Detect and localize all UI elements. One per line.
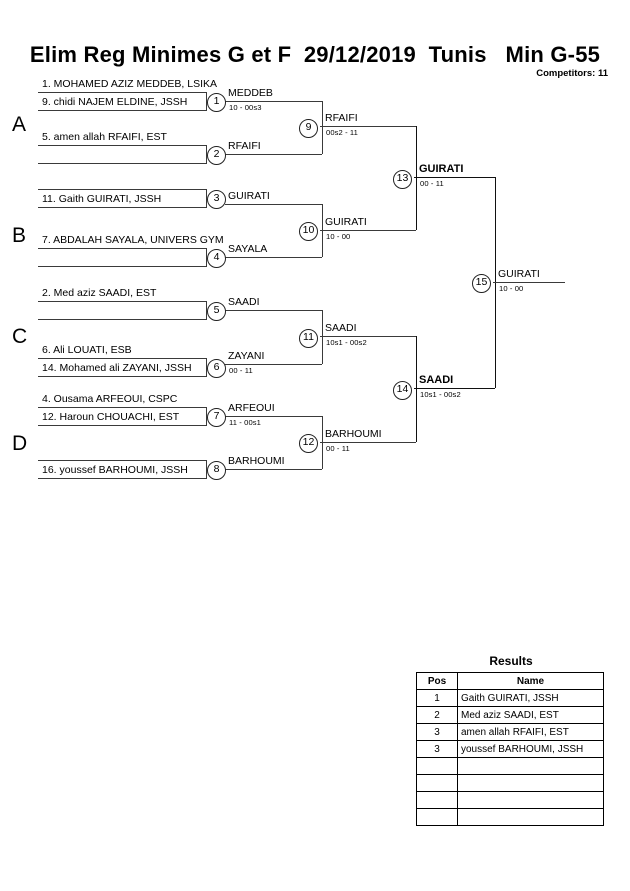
- match-score-13: 00 - 11: [420, 179, 444, 188]
- match-number-9[interactable]: 9: [299, 119, 318, 138]
- match-winner-7: ARFEOUI: [228, 402, 275, 414]
- result-pos: 3: [416, 723, 458, 741]
- entrant-label-9: 2. Med aziz SAADI, EST: [42, 287, 157, 299]
- entrant-label-2: 9. chidi NAJEM ELDINE, JSSH: [42, 96, 188, 108]
- match-score-7: 11 - 00s1: [229, 418, 261, 427]
- match-winner-1: MEDDEB: [228, 87, 273, 99]
- match-winner-4: SAYALA: [228, 243, 268, 255]
- group-label-b: B: [12, 224, 27, 247]
- match-number-1[interactable]: 1: [207, 93, 226, 112]
- match-winner-2: RFAIFI: [228, 140, 261, 152]
- table-row[interactable]: 3 youssef BARHOUMI, JSSH: [416, 740, 604, 758]
- results-col-name: Name: [457, 672, 604, 690]
- match-number-3[interactable]: 3: [207, 190, 226, 209]
- match-score-9: 00s2 - 11: [326, 128, 358, 137]
- match-number-14[interactable]: 14: [393, 381, 412, 400]
- table-row[interactable]: [416, 808, 604, 826]
- match-winner-11: SAADI: [325, 322, 357, 334]
- match-winner-9: RFAIFI: [325, 112, 358, 124]
- match-winner-5: SAADI: [228, 296, 260, 308]
- result-name: Gaith GUIRATI, JSSH: [457, 689, 604, 707]
- entrant-label-13: 4. Ousama ARFEOUI, CSPC: [42, 393, 178, 405]
- group-label-d: D: [12, 432, 28, 455]
- result-pos: [416, 808, 458, 826]
- table-row[interactable]: [416, 791, 604, 809]
- match-winner-10: GUIRATI: [325, 216, 367, 228]
- table-row[interactable]: [416, 757, 604, 775]
- results-header-row: Pos Name: [416, 672, 604, 690]
- table-row[interactable]: [416, 774, 604, 792]
- match-number-12[interactable]: 12: [299, 434, 318, 453]
- result-pos: 3: [416, 740, 458, 758]
- result-name: [457, 791, 604, 809]
- result-name: [457, 808, 604, 826]
- table-row[interactable]: 1 Gaith GUIRATI, JSSH: [416, 689, 604, 707]
- group-label-c: C: [12, 325, 28, 348]
- table-row[interactable]: 2 Med aziz SAADI, EST: [416, 706, 604, 724]
- results-panel: Results Pos Name 1 Gaith GUIRATI, JSSH 2…: [416, 654, 606, 826]
- entrant-label-16: 16. youssef BARHOUMI, JSSH: [42, 464, 188, 476]
- match-number-5[interactable]: 5: [207, 302, 226, 321]
- entrant-label-6: 11. Gaith GUIRATI, JSSH: [42, 193, 162, 205]
- result-name: [457, 774, 604, 792]
- match-winner-13: GUIRATI: [419, 163, 464, 175]
- match-score-14: 10s1 - 00s2: [420, 390, 461, 399]
- match-winner-6: ZAYANI: [228, 350, 265, 362]
- result-name: [457, 757, 604, 775]
- result-pos: 1: [416, 689, 458, 707]
- results-col-pos: Pos: [416, 672, 458, 690]
- match-number-10[interactable]: 10: [299, 222, 318, 241]
- match-score-15: 10 - 00: [499, 284, 524, 293]
- match-number-2[interactable]: 2: [207, 146, 226, 165]
- match-number-15[interactable]: 15: [472, 274, 491, 293]
- match-score-1: 10 - 00s3: [229, 103, 262, 112]
- page-title: Elim Reg Minimes G et F 29/12/2019 Tunis…: [29, 42, 601, 67]
- match-score-12: 00 - 11: [326, 444, 350, 453]
- match-winner-8: BARHOUMI: [228, 455, 285, 467]
- match-number-7[interactable]: 7: [207, 408, 226, 427]
- match-winner-12: BARHOUMI: [325, 428, 382, 440]
- competitors-count: Competitors: 11: [536, 68, 608, 79]
- match-winner-3: GUIRATI: [228, 190, 270, 202]
- entrant-label-1: 1. MOHAMED AZIZ MEDDEB, LSIKA: [42, 78, 218, 90]
- match-score-6: 00 - 11: [229, 366, 253, 375]
- entrant-label-11: 6. Ali LOUATI, ESB: [42, 344, 132, 356]
- match-number-4[interactable]: 4: [207, 249, 226, 268]
- match-winner-15: GUIRATI: [498, 268, 540, 280]
- table-row[interactable]: 3 amen allah RFAIFI, EST: [416, 723, 604, 741]
- group-label-a: A: [12, 113, 27, 136]
- result-pos: [416, 774, 458, 792]
- match-number-11[interactable]: 11: [299, 329, 318, 348]
- match-score-11: 10s1 - 00s2: [326, 338, 367, 347]
- result-pos: [416, 791, 458, 809]
- results-title: Results: [489, 654, 533, 668]
- match-score-10: 10 - 00: [326, 232, 351, 241]
- entrant-label-3: 5. amen allah RFAIFI, EST: [42, 131, 167, 143]
- match-number-6[interactable]: 6: [207, 359, 226, 378]
- entrant-label-7: 7. ABDALAH SAYALA, UNIVERS GYM: [42, 234, 224, 246]
- results-table: Pos Name 1 Gaith GUIRATI, JSSH 2 Med azi…: [416, 672, 604, 826]
- result-name: youssef BARHOUMI, JSSH: [457, 740, 604, 758]
- entrant-label-14: 12. Haroun CHOUACHI, EST: [42, 411, 180, 423]
- match-winner-14: SAADI: [419, 374, 454, 386]
- match-number-13[interactable]: 13: [393, 170, 412, 189]
- result-pos: [416, 757, 458, 775]
- result-name: Med aziz SAADI, EST: [457, 706, 604, 724]
- match-number-8[interactable]: 8: [207, 461, 226, 480]
- entrant-label-12: 14. Mohamed ali ZAYANI, JSSH: [42, 362, 192, 374]
- result-pos: 2: [416, 706, 458, 724]
- result-name: amen allah RFAIFI, EST: [457, 723, 604, 741]
